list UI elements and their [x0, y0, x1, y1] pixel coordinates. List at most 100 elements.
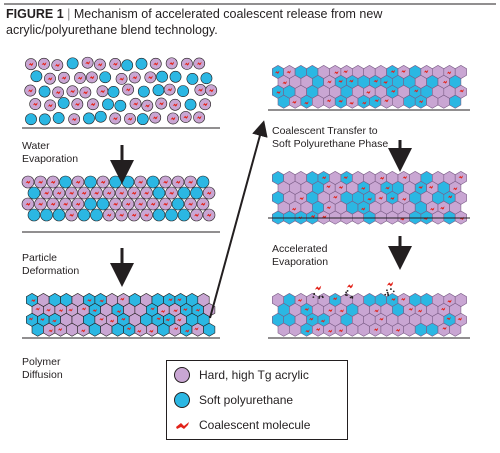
- coalescent-molecule: [90, 102, 96, 107]
- coalescent-molecule: [136, 329, 142, 333]
- coalescent-molecule: [304, 101, 309, 105]
- coalescent-molecule: [54, 63, 60, 67]
- coalescent-molecule: [338, 79, 343, 83]
- polyurethane-particle: [40, 208, 53, 222]
- coalescent-molecule: [206, 191, 212, 195]
- coalescent-molecule: [343, 69, 348, 74]
- coalescent-molecule: [165, 318, 170, 322]
- coalescent-molecule: [28, 317, 33, 321]
- coalescent-molecule: [131, 191, 137, 195]
- polyurethane-particle: [30, 70, 43, 83]
- polyurethane-domain: [414, 322, 427, 337]
- coalescent-molecule: [310, 214, 316, 218]
- coalescent-molecule: [423, 69, 429, 74]
- polyurethane-particle: [66, 57, 79, 70]
- coalescent-molecule: [195, 308, 200, 312]
- polyurethane-particle: [200, 72, 213, 85]
- caption-separator: |: [67, 7, 71, 21]
- purple-circle-icon: [171, 366, 193, 384]
- coalescent-molecule: [109, 319, 115, 323]
- coalescent-molecule: [304, 307, 309, 311]
- acrylic-domain: [100, 322, 113, 337]
- coalescent-molecule: [81, 307, 87, 311]
- polyurethane-domain: [203, 322, 216, 337]
- coalescent-molecule: [87, 298, 92, 302]
- coalescent-molecule: [32, 102, 38, 106]
- legend: Hard, high Tg acrylic Soft polyurethane …: [166, 360, 348, 440]
- coalescent-molecule: [144, 103, 150, 108]
- coalescent-molecule: [408, 307, 413, 311]
- panel-coalescent-transfer-film: [268, 171, 470, 225]
- polyurethane-particle: [121, 175, 135, 189]
- polyurethane-domain: [277, 94, 290, 109]
- coalescent-molecule: [379, 317, 384, 321]
- coalescent-molecule: [74, 102, 80, 107]
- coalescent-molecule: [413, 89, 419, 93]
- coalescent-molecule: [94, 191, 99, 195]
- coalescent-molecule: [338, 99, 343, 103]
- coalescent-molecule: [459, 89, 464, 93]
- polyurethane-particle: [136, 113, 149, 126]
- polyurethane-particle: [135, 57, 148, 70]
- acrylic-domain: [168, 322, 181, 337]
- polyurethane-particle: [196, 175, 210, 189]
- coalescent-molecule: [156, 316, 161, 321]
- coalescent-molecule: [274, 70, 280, 74]
- polyurethane-domain: [357, 94, 370, 109]
- coalescent-molecule: [68, 308, 73, 312]
- coalescent-molecule: [367, 197, 372, 201]
- coalescent-molecule: [150, 202, 156, 206]
- polyurethane-particle: [184, 98, 197, 111]
- polyurethane-particle: [107, 85, 120, 98]
- acrylic-domain: [449, 322, 462, 337]
- coalescent-molecule: [125, 202, 131, 206]
- coalescent-molecule: [149, 329, 154, 333]
- polyurethane-particle: [90, 208, 103, 222]
- vapor-dot: [345, 291, 348, 294]
- coalescent-molecule: [366, 90, 371, 94]
- polyurethane-particle: [165, 208, 178, 222]
- coalescent-molecule: [113, 202, 118, 206]
- polyurethane-particle: [146, 175, 160, 189]
- panel-dispersion: [22, 56, 220, 129]
- coalescent-molecule: [327, 329, 333, 333]
- coalescent-molecule: [332, 296, 338, 301]
- coalescent-molecule: [75, 180, 81, 184]
- coalescent-molecule: [175, 180, 181, 184]
- polyurethane-particle: [96, 197, 110, 211]
- coalescent-molecule: [196, 115, 202, 120]
- acrylic-domain: [380, 322, 393, 337]
- legend-item-coalescent: Coalescent molecule: [171, 415, 310, 435]
- coalescent-molecule: [384, 98, 389, 103]
- coalescent-molecule: [69, 213, 74, 217]
- polyurethane-domain: [369, 94, 382, 109]
- coalescent-molecule: [428, 185, 434, 189]
- vapor-dot: [351, 295, 353, 298]
- coalescent-molecule: [286, 70, 291, 74]
- coalescent-molecule: [326, 184, 331, 189]
- coalescent-molecule: [334, 70, 339, 75]
- coalescent-molecule: [31, 298, 36, 303]
- coalescent-molecule: [160, 309, 166, 313]
- coalescent-molecule: [292, 100, 297, 104]
- vapor-dot: [386, 289, 388, 292]
- coalescent-molecule: [208, 88, 214, 93]
- polyurethane-domain: [300, 94, 313, 109]
- coalescent-molecule: [52, 319, 57, 323]
- coalescent-molecule: [326, 98, 332, 103]
- acrylic-domain: [134, 322, 147, 337]
- polyurethane-particle: [52, 112, 65, 124]
- coalescent-molecule: [119, 77, 124, 81]
- polyurethane-particle: [137, 85, 150, 98]
- polyurethane-particle: [102, 98, 114, 111]
- coalescent-molecule: [172, 103, 178, 107]
- polyurethane-domain: [403, 94, 416, 109]
- coalescent-molecule: [202, 102, 208, 107]
- polyurethane-domain: [157, 322, 170, 337]
- coalescent-molecule: [121, 317, 126, 321]
- coalescent-molecule: [112, 62, 118, 66]
- acrylic-domain: [146, 322, 158, 337]
- coalescent-molecule: [349, 79, 354, 83]
- coalescent-molecule: [442, 326, 447, 330]
